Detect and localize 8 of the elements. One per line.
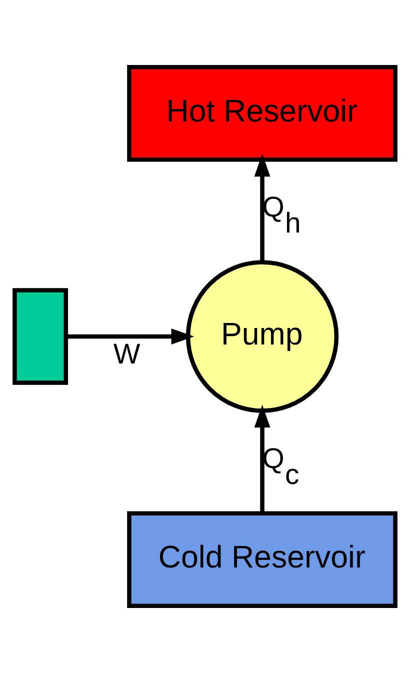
node-box: [12, 288, 68, 385]
node-box: Hot Reservoir: [126, 64, 397, 162]
node-box: Cold Reservoir: [126, 511, 397, 608]
arrow: [254, 404, 270, 514]
arrow: [66, 328, 194, 344]
edge-label: W: [112, 338, 140, 371]
arrow: [254, 154, 270, 262]
node-circle: Pump: [185, 260, 338, 413]
